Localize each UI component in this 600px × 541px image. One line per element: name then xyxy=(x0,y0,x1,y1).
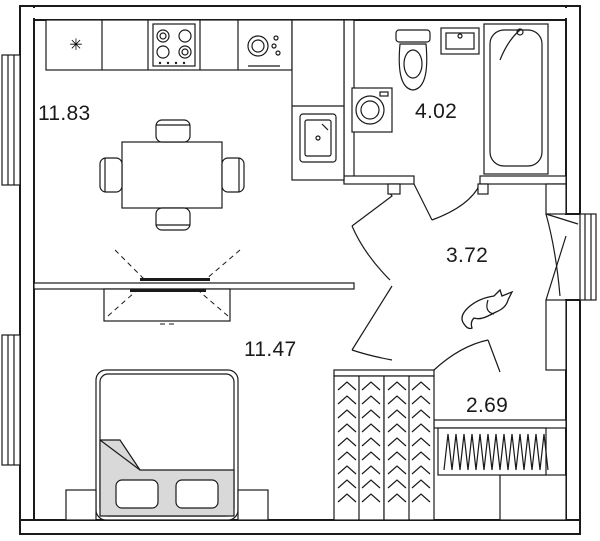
storage-shelf-icon xyxy=(437,427,549,476)
svg-text:✳: ✳ xyxy=(69,35,82,54)
chair-icon xyxy=(221,157,245,193)
chair-icon xyxy=(99,157,123,193)
window-icon xyxy=(579,213,597,301)
sink-icon xyxy=(299,113,337,163)
bathroom-area-label: 4.02 xyxy=(415,100,458,123)
door-icon xyxy=(351,189,393,361)
chair-icon xyxy=(155,207,191,231)
kitchen-living-area-label: 11.83 xyxy=(38,102,91,125)
bedroom-area-label: 11.47 xyxy=(244,338,297,361)
partition-wall xyxy=(33,282,355,290)
storage-walls xyxy=(333,299,567,521)
fridge-icon: ✳ xyxy=(69,35,82,54)
hallway-area-label: 3.72 xyxy=(446,244,489,267)
stove-icon xyxy=(152,23,196,67)
washing-machine-icon xyxy=(351,87,393,133)
door-icon xyxy=(545,213,579,301)
dining-table-icon xyxy=(121,141,223,209)
hallway-walls xyxy=(387,183,489,195)
pillow-icon xyxy=(175,479,219,509)
dishwasher-icon xyxy=(247,35,281,67)
washbasin-icon xyxy=(440,27,480,55)
cat-icon xyxy=(461,288,514,330)
tv-icon xyxy=(103,249,241,325)
bed-icon xyxy=(65,369,269,521)
toilet-icon xyxy=(395,29,431,91)
window-icon xyxy=(1,54,21,186)
pillow-icon xyxy=(115,479,159,509)
outer-walls xyxy=(19,5,581,535)
chair-icon xyxy=(155,119,191,143)
storage-area-label: 2.69 xyxy=(466,394,509,417)
bathtub-icon xyxy=(483,23,549,175)
door-icon xyxy=(433,339,501,373)
wardrobe-icon xyxy=(333,375,435,521)
door-icon xyxy=(413,183,481,221)
kitchen-counter xyxy=(45,19,345,181)
window-icon xyxy=(1,334,21,466)
